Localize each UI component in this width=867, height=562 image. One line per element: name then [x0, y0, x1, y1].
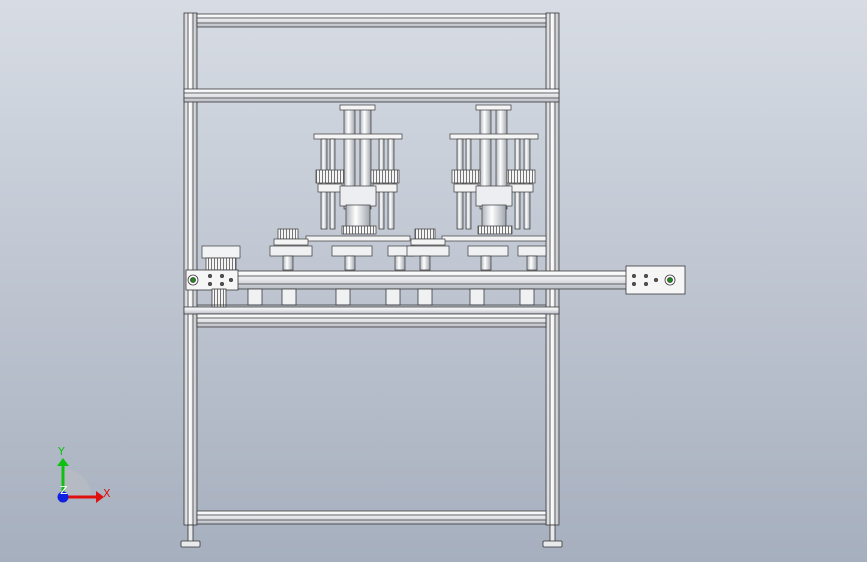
frame	[183, 12, 560, 526]
beam-middle	[183, 306, 560, 328]
x-axis-label: X	[103, 487, 111, 500]
conveyor	[185, 265, 686, 308]
leveling-feet	[180, 524, 563, 548]
drive-motor	[201, 245, 241, 271]
foot-right	[549, 524, 556, 543]
beam-upper	[183, 88, 560, 103]
z-axis-dot	[57, 491, 69, 503]
conveyor-rail	[185, 270, 685, 290]
triad-arc	[63, 469, 91, 497]
filling-head-right	[406, 104, 547, 271]
z-axis-label: Z	[60, 484, 68, 497]
filling-head-left	[269, 104, 415, 271]
y-axis-label: Y	[57, 445, 65, 458]
beam-bottom	[196, 510, 547, 525]
foot-left	[187, 524, 194, 543]
beam-top	[196, 13, 547, 28]
coordinate-triad: X Y Z	[57, 445, 111, 503]
